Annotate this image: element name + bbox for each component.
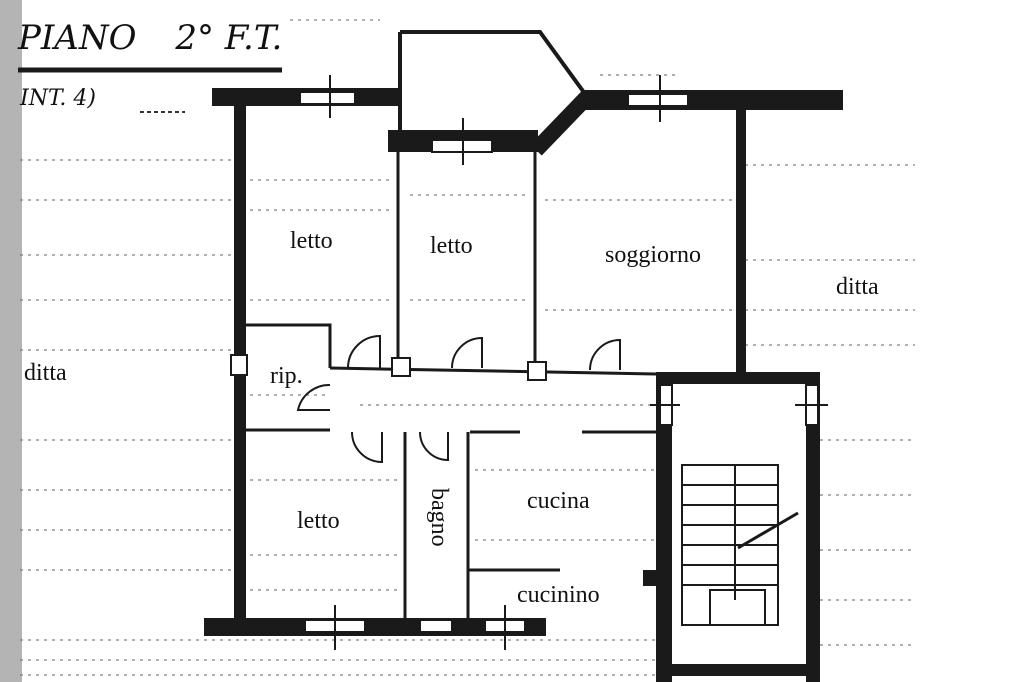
columns [230, 354, 547, 381]
room-label-living-room: soggiorno [605, 242, 701, 268]
neighbor-label-left: ditta [24, 360, 67, 386]
column [527, 361, 547, 381]
room-label-kitchenette: cucinino [517, 582, 600, 608]
floor-label: PIANO [18, 18, 137, 58]
room-label-kitchen: cucina [527, 488, 590, 514]
window [627, 93, 689, 107]
bay-diagonal-wall [530, 90, 594, 156]
room-label-bathroom: bagno [426, 488, 452, 547]
staircase [681, 464, 799, 626]
room-label-storage: rip. [270, 363, 303, 389]
room-label-bedroom: letto [290, 228, 333, 254]
unit-label: INT. 4) [20, 86, 96, 111]
scan-texture [20, 19, 915, 676]
floor-title: PIANO 2° F.T. [18, 18, 282, 58]
door-swings [296, 334, 621, 464]
window [299, 91, 356, 105]
column [230, 354, 248, 376]
partitions [242, 145, 657, 620]
floor-number: 2° F.T. [175, 18, 283, 58]
column [391, 357, 411, 377]
window [419, 619, 453, 633]
neighbor-label-right: ditta [836, 274, 879, 300]
scan-edge [0, 0, 22, 682]
room-label-bedroom: letto [297, 508, 340, 534]
window-marks [329, 75, 828, 650]
room-label-bedroom: letto [430, 233, 473, 259]
